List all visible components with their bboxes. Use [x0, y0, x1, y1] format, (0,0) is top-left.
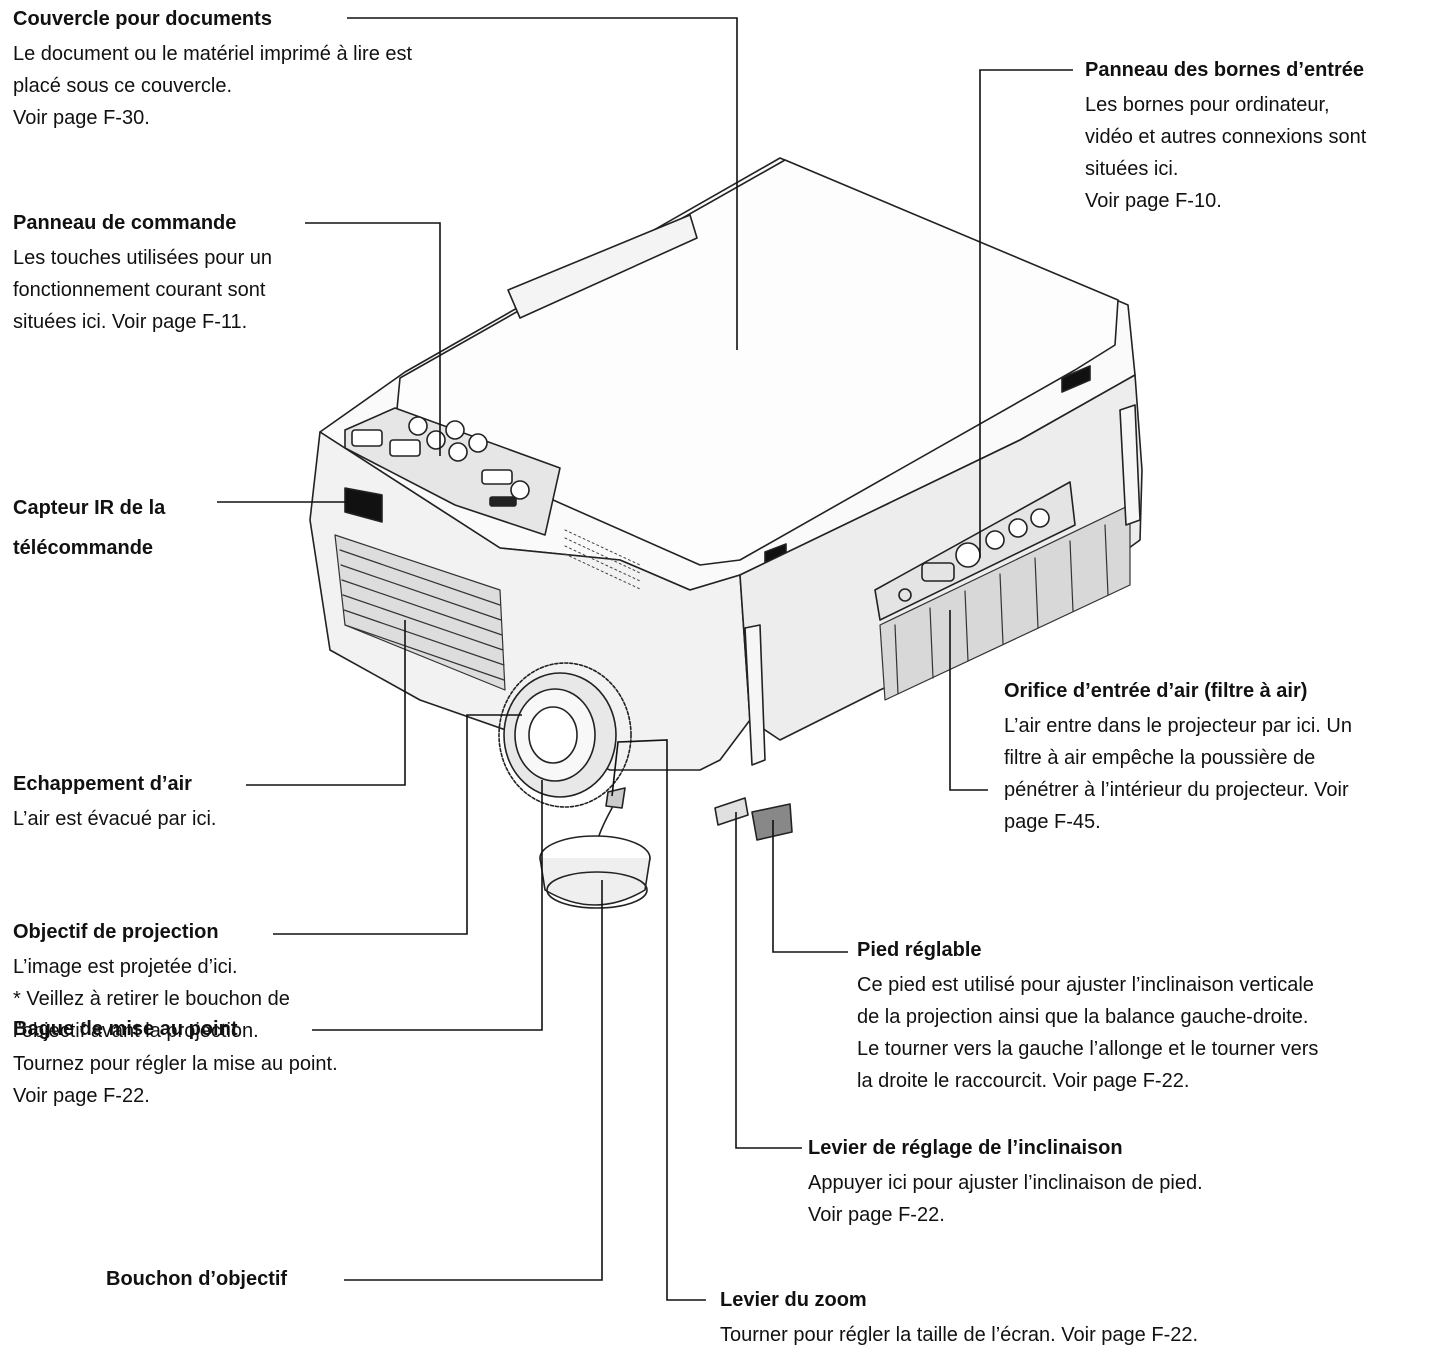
callout-title: Levier du zoom [720, 1289, 867, 1311]
callout-description: Appuyer ici pour ajuster l’inclinaison d… [808, 1172, 1203, 1226]
callout-air-intake: Orifice d’entrée d’air (filtre à air) L’… [1004, 678, 1432, 838]
callout-title: Orifice d’entrée d’air (filtre à air) [1004, 680, 1308, 702]
callout-focus-ring: Bague de mise au point Tournez pour régl… [13, 1016, 493, 1112]
callout-title: Levier de réglage de l’inclinaison [808, 1137, 1123, 1159]
speaker-grille [564, 529, 641, 590]
callout-title: Pied réglable [857, 939, 982, 961]
callout-title: Objectif de projection [13, 921, 219, 943]
tilt-lever [714, 797, 749, 826]
callout-title: Bague de mise au point [13, 1018, 238, 1040]
callout-description: L’image est projetée d’ici. * Veillez à … [13, 956, 290, 1042]
projector-front-face [309, 431, 751, 771]
callout-description: Le document ou le matériel imprimé à lir… [13, 43, 413, 129]
projection-lens [498, 662, 632, 808]
zoom-lever-nub [605, 787, 626, 809]
lens-cap [539, 835, 651, 909]
callout-description: Les bornes pour ordinateur, vidéo et aut… [1085, 94, 1367, 212]
callout-tilt-lever: Levier de réglage de l’inclinaison Appuy… [808, 1135, 1328, 1231]
callout-description: Tournez pour régler la mise au point. Vo… [13, 1053, 338, 1107]
callout-ir-sensor: Capteur IR de la télécommande [13, 488, 233, 568]
callout-control-panel: Panneau de commande Les touches utilisée… [13, 210, 413, 338]
ir-sensor-window [344, 487, 383, 523]
air-intake-filter [879, 504, 1131, 701]
callout-document-cover: Couvercle pour documents Le document ou … [13, 6, 573, 134]
focus-ring [498, 662, 632, 808]
callout-description: Ce pied est utilisé pour ajuster l’incli… [857, 974, 1319, 1092]
callout-title: Panneau de commande [13, 212, 237, 234]
callout-air-exhaust: Echappement d’air L’air est évacué par i… [13, 771, 313, 835]
callout-input-panel: Panneau des bornes d’entrée Les bornes p… [1085, 57, 1431, 217]
cover-tab [507, 214, 698, 319]
callout-title: Bouchon d’objectif [106, 1268, 288, 1290]
adjustable-foot [751, 803, 793, 841]
exhaust-vent [334, 534, 506, 691]
callout-description: Tourner pour régler la taille de l’écran… [720, 1324, 1199, 1346]
callout-lens-cap: Bouchon d’objectif [106, 1266, 346, 1292]
leader-lines [217, 17, 1073, 1301]
callout-title: Couvercle pour documents [13, 8, 272, 30]
callout-title: Panneau des bornes d’entrée [1085, 59, 1364, 81]
callout-title: Echappement d’air [13, 773, 192, 795]
callout-title: Capteur IR de la télécommande [13, 497, 166, 559]
callout-zoom-lever: Levier du zoom Tourner pour régler la ta… [720, 1287, 1420, 1351]
callout-description: L’air entre dans le projecteur par ici. … [1004, 715, 1352, 833]
callout-adjustable-foot: Pied réglable Ce pied est utilisé pour a… [857, 937, 1435, 1097]
callout-projection-lens: Objectif de projection L’image est proje… [13, 919, 433, 1047]
callout-description: L’air est évacué par ici. [13, 808, 217, 830]
callout-description: Les touches utilisées pour un fonctionne… [13, 247, 273, 333]
